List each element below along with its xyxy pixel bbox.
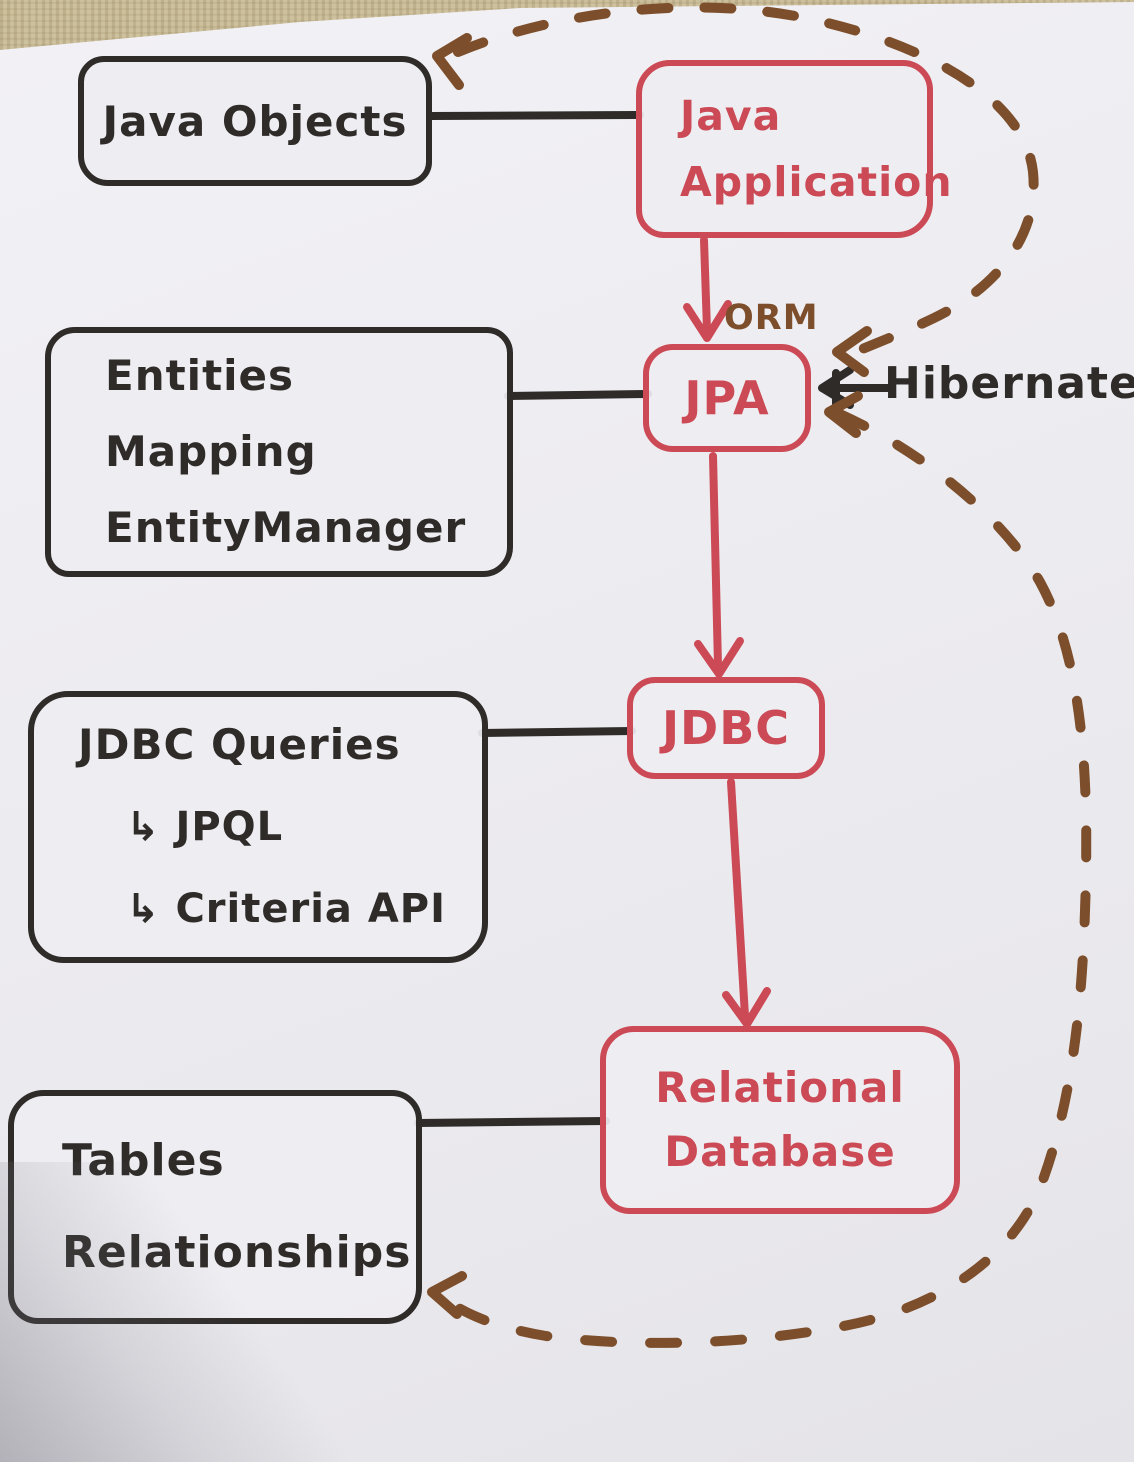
connector-queries-jdbc (478, 727, 636, 737)
node-entities: Entities Mapping EntityManager (45, 327, 513, 577)
arrow-javaapp-jpa-head (683, 300, 732, 342)
connector-entities-jpa (504, 390, 652, 400)
node-jpa: JPA (643, 344, 811, 452)
relational-database-line2: Database (664, 1127, 896, 1176)
dashed-arrowhead-jpa-top (832, 326, 872, 377)
arrow-jdbc-reldb-head (722, 987, 771, 1028)
tables-line1: Tables (62, 1135, 225, 1186)
connector-java-objects-java-application (428, 111, 644, 120)
node-tables-relationships: Tables Relationships (8, 1090, 422, 1324)
jdbc-queries-jpql: ↳ JPQL (126, 804, 284, 850)
hibernate-label: Hibernate (884, 358, 1134, 409)
arrow-jpa-jdbc-head (694, 637, 744, 678)
dashed-arrowhead-jpa-bottom (824, 391, 863, 438)
entities-line3: EntityManager (105, 503, 467, 552)
dashed-curve-jpa-tables (439, 409, 1092, 1348)
java-application-line2: Application (680, 158, 953, 206)
tables-line2: Relationships (62, 1227, 412, 1278)
entities-line2: Mapping (105, 427, 317, 476)
node-relational-database: Relational Database (600, 1026, 960, 1214)
relational-database-line1: Relational (655, 1063, 905, 1112)
connector-tables-reldb (414, 1117, 610, 1127)
java-objects-label: Java Objects (102, 96, 408, 146)
dashed-arrowhead-java-objects (432, 33, 472, 90)
arrow-javaapp-jpa-shaft (700, 236, 711, 334)
orm-label: ORM (724, 298, 819, 338)
node-java-objects: Java Objects (78, 56, 432, 186)
jdbc-label: JDBC (661, 701, 791, 755)
jdbc-queries-criteria-api: ↳ Criteria API (126, 886, 446, 932)
node-jdbc: JDBC (627, 677, 825, 779)
entities-line1: Entities (105, 351, 295, 400)
dashed-arrowhead-tables (427, 1271, 467, 1319)
jpa-label: JPA (684, 371, 770, 425)
jdbc-queries-line1: JDBC Queries (78, 720, 401, 769)
arrow-jpa-jdbc-shaft (709, 452, 722, 670)
node-jdbc-queries: JDBC Queries ↳ JPQL ↳ Criteria API (28, 691, 488, 963)
node-java-application: Java Application (636, 60, 953, 238)
arrow-jdbc-reldb-shaft (727, 778, 749, 1020)
java-application-line1: Java (680, 92, 782, 140)
dashed-curve-jpa-java-objects (453, 2, 1039, 359)
